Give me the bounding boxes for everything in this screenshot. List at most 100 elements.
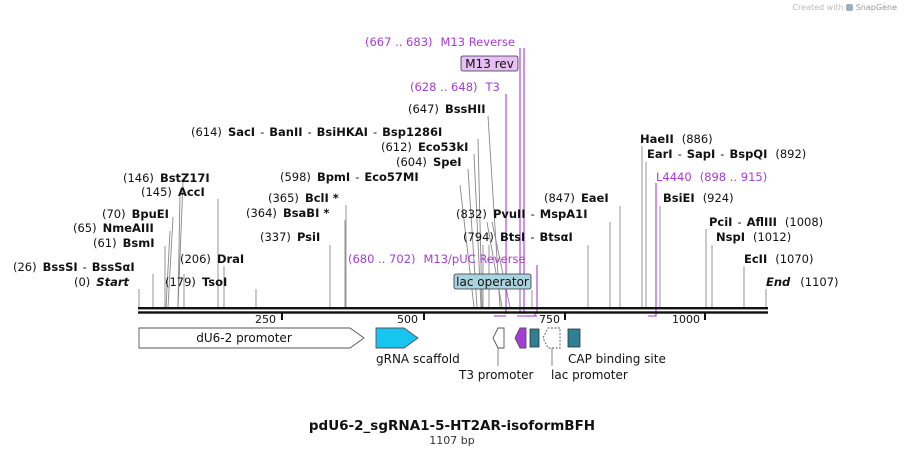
site-bsmi-name: BsmI (123, 236, 155, 250)
feature-grna-scaffold[interactable]: gRNA scaffold (375, 327, 460, 366)
site-bcli[interactable]: (365)BclI * (268, 191, 339, 205)
site-saci-name: SacI (228, 125, 255, 139)
site-bsabi[interactable]: (364)BsaBI * (246, 206, 329, 220)
site-bstz17i[interactable]: (146)BstZ17I (123, 171, 210, 185)
site-bsabi-name: BsaBI * (283, 206, 329, 220)
site-eari-name: EarI (647, 147, 673, 161)
site-bcli-pos: (365) (268, 191, 299, 205)
site-leader-lines (138, 115, 767, 308)
site-pcii-name: PciI (709, 215, 732, 229)
site-nspi-pos: (1012) (753, 230, 791, 244)
grna-scaffold-label: gRNA scaffold (376, 352, 460, 366)
site-acci-name: AccI (178, 185, 205, 199)
site-bssaal-name: BssSαI (92, 260, 135, 274)
site-pvuii-name: PvuII (493, 207, 526, 221)
site-psii-pos: (337) (260, 230, 291, 244)
site-start[interactable]: (0)Start (74, 275, 130, 289)
primer-t3[interactable]: (628 .. 648)T3 (410, 80, 500, 94)
primer-m13-puc-reverse-name: M13/pUC Reverse (424, 252, 526, 266)
tick-1000: 1000 (672, 313, 700, 326)
site-eco53ki-name: Eco53kI (418, 140, 469, 154)
site-pcii[interactable]: PciI-AflIII(1008) (709, 215, 823, 229)
site-bsiei-pos: (924) (703, 191, 734, 205)
site-bsihkai-name: BsiHKAI (317, 125, 368, 139)
site-drai[interactable]: (206)DraI (180, 252, 244, 266)
lac-operator-label: lac operator (456, 275, 529, 289)
site-bsiei-name: BsiEI (663, 191, 695, 205)
site-haeii[interactable]: HaeII(886) (640, 132, 713, 146)
site-btsi-name: BtsI (500, 230, 525, 244)
cap-binding-site-label: CAP binding site (568, 352, 666, 366)
site-spei-name: SpeI (433, 155, 462, 169)
feature-cap-binding-site[interactable]: CAP binding site (567, 328, 666, 366)
site-btsi[interactable]: (794)BtsI-BtsαI (463, 230, 573, 244)
site-nmeaiii-name: NmeAIII (103, 221, 154, 235)
site-bpmi[interactable]: (598)BpmI-Eco57MI (280, 170, 419, 184)
site-tsoi[interactable]: (179)TsoI (165, 275, 227, 289)
m13-rev-label: M13 rev (465, 57, 514, 71)
site-bstz17i-name: BstZ17I (160, 171, 210, 185)
primer-t3-range: (628 .. 648) (410, 80, 478, 94)
tick-750: 750 (539, 313, 560, 326)
snapgene-attribution: Created with SnapGene (792, 3, 897, 12)
site-nmeaiii[interactable]: (65) NmeAIII (73, 221, 154, 235)
site-bpuei-pos: (70) (102, 207, 126, 221)
feature-leaders (497, 348, 553, 366)
site-eaei[interactable]: (847) EaeI (544, 191, 609, 205)
site-eco53ki-pos: (612) (381, 140, 412, 154)
lac-operator-box[interactable]: lac operator (453, 273, 532, 290)
site-sapi-name: SapI (687, 147, 716, 161)
site-bpuei[interactable]: (70) BpuEI (102, 207, 169, 221)
feature-lac-promoter[interactable]: lac promoter (542, 327, 628, 382)
site-tsoi-name: TsoI (202, 275, 227, 289)
primer-m13-reverse-name: M13 Reverse (441, 35, 515, 49)
site-eari[interactable]: EarI-SapI-BspQI(892) (647, 147, 806, 161)
t3-promoter-label: T3 promoter (458, 368, 534, 382)
site-ecii-name: EcII (744, 252, 767, 266)
site-bsssi[interactable]: (26)BssSI-BssSαI (13, 260, 135, 274)
site-bsshii-pos: (647) (408, 102, 439, 116)
site-bsssi-name: BssSI (43, 260, 78, 274)
feature-du6-2-promoter[interactable]: dU6-2 promoter (138, 327, 365, 349)
site-btsaai-name: BtsαI (539, 230, 572, 244)
primer-m13-puc-reverse-range: (680 .. 702) (348, 252, 416, 266)
site-saci[interactable]: (614)SacI-BanII-BsiHKAI-Bsp1286I (191, 125, 442, 139)
feature-m13-primer-site (514, 327, 540, 349)
primer-m13-reverse-range: (667 .. 683) (365, 35, 433, 49)
tick-250: 250 (255, 313, 276, 326)
attribution-brand: SnapGene (855, 3, 897, 12)
site-end[interactable]: End(1107) (766, 275, 839, 289)
site-drai-pos: (206) (180, 252, 211, 266)
primer-m13-puc-reverse[interactable]: (680 .. 702) M13/pUC Reverse (348, 252, 526, 266)
site-spei[interactable]: (604)SpeI (396, 155, 462, 169)
site-eaei-pos: (847) (544, 191, 575, 205)
site-bspqi-name: BspQI (729, 147, 767, 161)
site-ecii-pos: (1070) (775, 252, 813, 266)
primer-l4440-name: L4440 (656, 170, 692, 184)
primer-l4440-range: (898 .. 915) (700, 170, 768, 184)
site-eco53ki[interactable]: (612) Eco53kI (381, 140, 468, 154)
site-pvuii[interactable]: (832)PvuII-MspA1I (456, 207, 587, 221)
site-bsmi[interactable]: (61) BsmI (93, 236, 154, 250)
feature-t3-promoter[interactable]: T3 promoter (458, 327, 534, 382)
site-nmeaiii-pos: (65) (73, 221, 97, 235)
site-eaei-name: EaeI (581, 191, 609, 205)
plasmid-name: pdU6-2_sgRNA1-5-HT2AR-isoformBFH (309, 418, 595, 434)
site-psii[interactable]: (337)PsiI (260, 230, 320, 244)
site-bsshii[interactable]: (647)BssHII (408, 102, 486, 116)
primer-m13-reverse[interactable]: (667 .. 683) M13 Reverse (365, 35, 515, 49)
site-bsp1286i-name: Bsp1286I (382, 125, 442, 139)
scale-ticks (281, 313, 706, 320)
site-ecii[interactable]: EcII (1070) (744, 252, 813, 266)
site-nspi[interactable]: NspI(1012) (716, 230, 791, 244)
site-end-name: End (766, 275, 791, 289)
m13-rev-box[interactable]: M13 rev (460, 55, 519, 72)
site-acci[interactable]: (145)AccI (141, 185, 205, 199)
tick-500: 500 (397, 313, 418, 326)
site-bsmi-pos: (61) (93, 236, 117, 250)
site-bsiei[interactable]: BsiEI (924) (663, 191, 734, 205)
site-bpuei-name: BpuEI (132, 207, 169, 221)
primer-l4440[interactable]: L4440 (898 .. 915) (656, 170, 767, 184)
site-banii-name: BanII (269, 125, 302, 139)
